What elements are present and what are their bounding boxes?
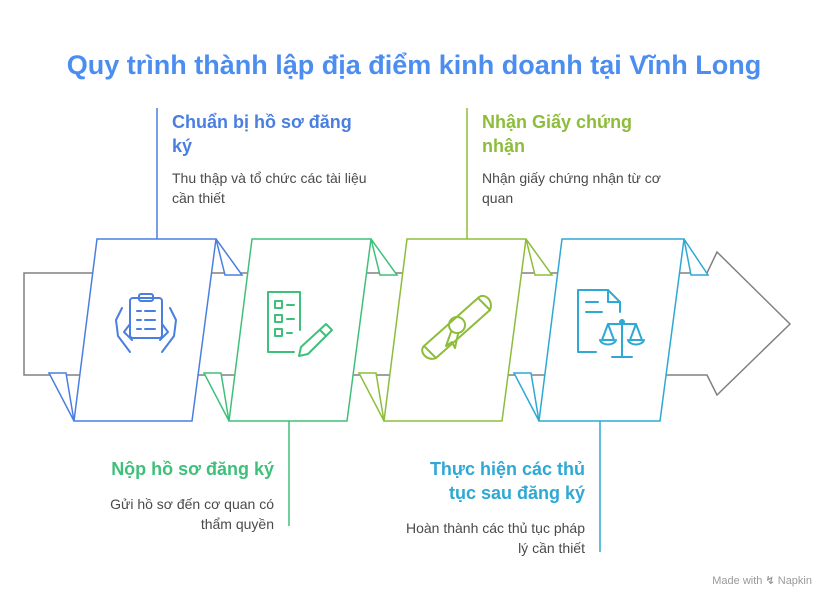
checklist-pencil-icon	[267, 291, 333, 357]
step-4-description: Hoàn thành các thủ tục pháp lý cần thiết	[405, 520, 585, 556]
step-2-title: Nộp hồ sơ đăng ký	[111, 459, 274, 479]
step-3-panel	[357, 238, 554, 422]
clipboard-hands-icon	[115, 293, 177, 353]
step-4-title: Thực hiện các thủ tục sau đăng ký	[429, 459, 585, 503]
step-1-description: Thu thập và tổ chức các tài liệu cần thi…	[172, 170, 367, 206]
made-with-napkin: Made with ↯ Napkin	[712, 574, 812, 587]
document-scale-icon	[577, 289, 645, 358]
page-title: Quy trình thành lập địa điểm kinh doanh …	[66, 50, 762, 80]
step-3-title: Nhận Giấy chứng nhận	[482, 112, 633, 156]
footer-made-with: Made with	[712, 575, 763, 587]
step-2-description: Gửi hồ sơ đến cơ quan có thẩm quyền	[110, 496, 274, 532]
step-4-panel	[512, 238, 710, 422]
footer-brand: Napkin	[777, 575, 812, 587]
napkin-logo-icon: ↯	[765, 575, 775, 587]
diploma-scroll-icon	[421, 294, 492, 360]
step-1-title: Chuẩn bị hồ sơ đăng ký	[172, 112, 352, 156]
step-3-description: Nhận giấy chứng nhận từ cơ quan	[482, 170, 661, 206]
